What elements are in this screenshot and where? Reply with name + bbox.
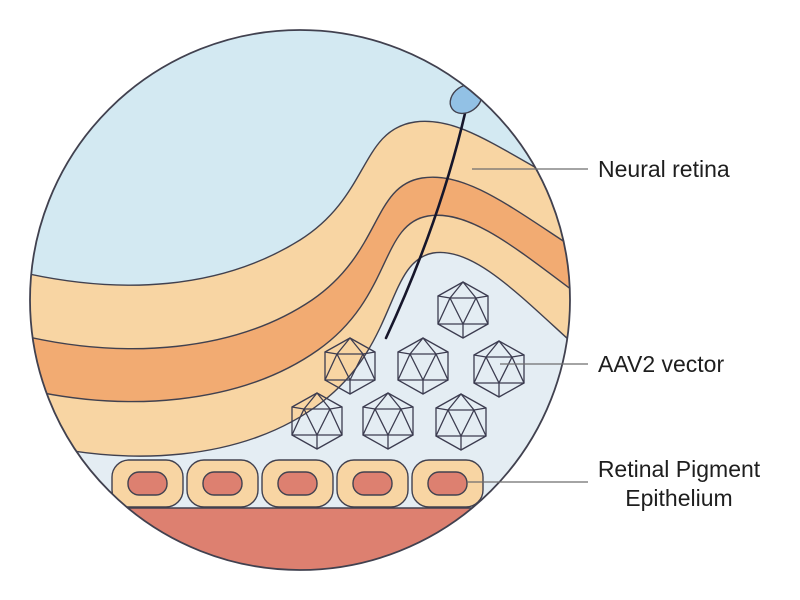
- layer-boundary-3: [30, 214, 570, 403]
- choroid-region: [100, 508, 500, 570]
- rpe-cell: [336, 459, 409, 508]
- neural-retina-label: Neural retina: [598, 156, 730, 182]
- rpe-cell: [411, 459, 484, 508]
- rpe-label-line2: Epithelium: [625, 485, 732, 511]
- rpe-cell: [111, 459, 184, 508]
- layer-boundary-2: [30, 176, 570, 350]
- aav2-vector-label: AAV2 vector: [598, 351, 724, 377]
- injection-needle: [384, 98, 470, 340]
- rpe-label-line1: Retinal Pigment: [598, 456, 761, 482]
- rpe-cell: [186, 459, 259, 508]
- annotations: Neural retina AAV2 vector Retinal Pigmen…: [467, 156, 761, 511]
- rpe-cell: [261, 459, 334, 508]
- rpe-cell-row: [111, 459, 484, 508]
- layer-boundary-4: [30, 251, 570, 457]
- layer-boundary-1: [30, 120, 570, 286]
- eye-globe-outline: [29, 29, 571, 571]
